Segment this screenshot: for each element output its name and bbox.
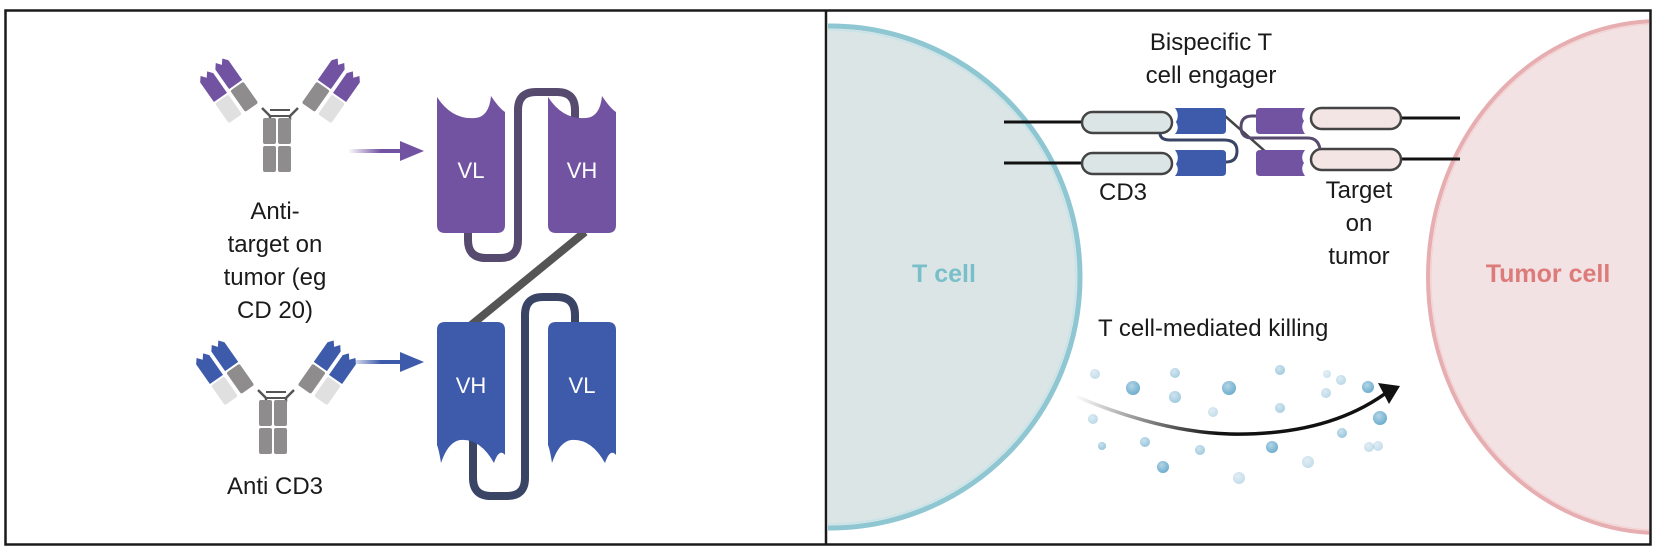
cd3-label: CD3 — [1099, 179, 1147, 206]
granule-highlight — [1364, 442, 1374, 452]
left-panel: Anti- target on tumor (eg CD 20) Anti CD… — [196, 58, 616, 500]
granule-highlight — [1140, 437, 1150, 447]
granule-highlight — [1323, 370, 1331, 378]
anti-target-label-line-2: target on — [228, 231, 323, 258]
tumor-cell-label: Tumor cell — [1486, 260, 1611, 288]
granule-highlight — [1126, 381, 1140, 395]
anti-target-label-line-3: tumor (eg — [224, 264, 327, 291]
granule-highlight — [1275, 365, 1285, 375]
arrow-purple-icon — [348, 141, 424, 161]
domain-bottom-vh-label: VH — [456, 373, 487, 398]
linker-middle — [467, 228, 588, 330]
anti-target-label-line-1: Anti- — [250, 198, 299, 225]
granule-highlight — [1090, 369, 1100, 379]
granule-highlight — [1169, 391, 1181, 403]
domain-top-vh-label: VH — [567, 158, 598, 183]
granule-highlight — [1362, 381, 1374, 393]
domain-top-vl: VL — [437, 96, 505, 233]
granule-highlight — [1321, 388, 1331, 398]
granule-highlight — [1266, 441, 1278, 453]
granule-highlight — [1275, 403, 1285, 413]
killing-label: T cell-mediated killing — [1098, 315, 1328, 342]
cytotoxic-granules — [1088, 365, 1387, 484]
granule-highlight — [1337, 428, 1347, 438]
linker-top — [464, 88, 579, 262]
target-label-line-2: on — [1346, 210, 1373, 237]
anti-cd3-label: Anti CD3 — [227, 473, 323, 500]
domain-top-vh: VH — [548, 96, 616, 233]
granule-highlight — [1088, 414, 1098, 424]
target-label-line-3: tumor — [1328, 243, 1389, 270]
tumor-cell — [1426, 19, 1649, 535]
granule-highlight — [1098, 442, 1106, 450]
right-panel: T cell Tumor cell — [828, 19, 1649, 535]
granule-highlight — [1373, 411, 1387, 425]
engager-label-line-2: cell engager — [1146, 62, 1277, 89]
antibody-anti-target — [200, 58, 360, 172]
linker-bottom — [469, 293, 579, 500]
cd3-receptor — [1004, 110, 1174, 176]
t-cell-label: T cell — [912, 260, 976, 288]
granule-highlight — [1208, 407, 1218, 417]
granule-highlight — [1195, 445, 1205, 455]
granule-highlight — [1336, 375, 1346, 385]
anti-target-label-line-4: CD 20) — [237, 297, 313, 324]
t-cell — [828, 23, 1083, 531]
engager-label-line-1: Bispecific T — [1150, 29, 1273, 56]
domain-bottom-vh: VH — [437, 322, 505, 463]
granule-highlight — [1170, 368, 1180, 378]
granule-highlight — [1157, 461, 1169, 473]
granule-highlight — [1233, 472, 1245, 484]
killing-arrow-icon — [1074, 383, 1400, 436]
target-label-line-1: Target — [1326, 177, 1393, 204]
arrow-blue-icon — [348, 352, 424, 372]
target-receptor — [1309, 106, 1460, 172]
domain-top-vl-label: VL — [458, 158, 485, 183]
granule-highlight — [1302, 456, 1314, 468]
domain-bottom-vl-label: VL — [569, 373, 596, 398]
domain-bottom-vl: VL — [548, 322, 616, 463]
antibody-anti-cd3 — [196, 340, 356, 454]
granule-highlight — [1373, 441, 1383, 451]
bispecific-engager — [1158, 108, 1322, 176]
granule-highlight — [1222, 381, 1236, 395]
